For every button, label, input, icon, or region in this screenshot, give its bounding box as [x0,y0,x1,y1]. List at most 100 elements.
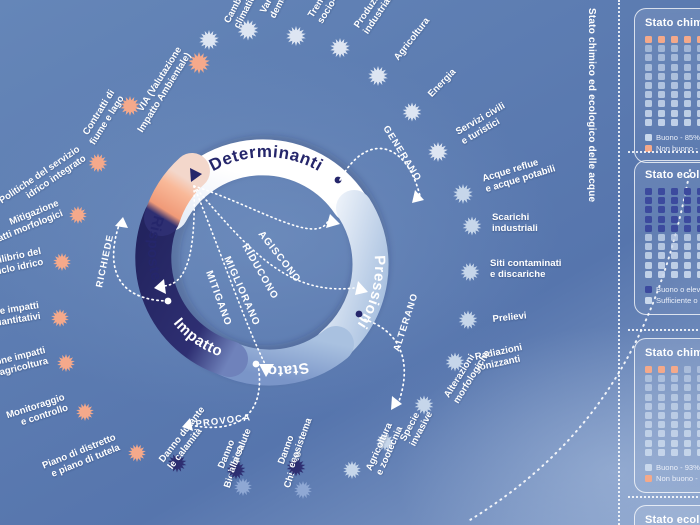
waffle-cell [684,224,692,232]
node-burst-risposte-1 [120,96,140,116]
waffle-cell [658,384,666,392]
waffle-cell [684,72,692,80]
waffle-cell [697,430,700,438]
waffle-cell [658,197,666,205]
waffle-cell [645,91,652,99]
legend-row-0-0: Buono - 85% [645,133,700,142]
waffle-cell [671,375,679,383]
legend-row-2-0: Buono - 93% [645,463,700,472]
waffle-cell [645,54,652,62]
waffle-cell [697,402,700,410]
waffle-cell [697,224,700,232]
waffle-cell [697,206,700,214]
node-label-determinanti-4: Agricoltura [392,15,433,63]
waffle-cell [645,206,652,214]
waffle-cell [658,270,666,278]
waffle-cell [684,109,692,117]
waffle-cell [671,421,679,429]
waffle-cell [658,109,666,117]
waffle-cell [697,233,700,241]
waffle-cell [671,430,679,438]
waffle-cell [684,448,692,456]
waffle-cell [684,45,692,53]
waffle-cell [658,448,666,456]
waffle-cell [658,91,666,99]
node-burst-determinanti-3 [330,38,350,58]
waffle-cell [658,54,666,62]
stat-panel-title-0: Stato chimico dei fiumi [645,17,700,29]
waffle-cell [645,375,652,383]
waffle-cell [658,439,666,447]
waffle-cell [645,393,652,401]
waffle-chart-2 [645,366,700,456]
legend-label: Non buono - 7% [656,473,700,483]
waffle-cell [645,188,652,195]
node-burst-determinanti-2 [286,26,306,46]
waffle-cell [645,109,652,117]
waffle-cell [684,215,692,223]
waffle-cell [658,261,666,269]
legend-swatch [645,296,652,304]
waffle-cell [697,375,700,383]
waffle-cell [684,384,692,392]
waffle-cell [658,430,666,438]
waffle-cell [658,206,666,214]
waffle-cell [684,206,692,214]
legend-row-2-1: Non buono - 7% [645,474,700,483]
waffle-cell [671,109,679,117]
waffle-cell [645,270,652,278]
waffle-cell [645,233,652,241]
waffle-cell [684,411,692,419]
waffle-cell [645,439,652,447]
waffle-cell [671,384,679,392]
waffle-cell [697,197,700,205]
inner-flow-arrows [161,185,355,367]
waffle-cell [684,261,692,269]
waffle-cell [645,430,652,438]
node-burst-impatto-2 [286,457,306,477]
waffle-cell [658,72,666,80]
node-burst-impatto-0 [226,460,246,480]
waffle-cell [697,118,700,126]
waffle-cell [658,100,666,108]
waffle-cell [671,100,679,108]
waffle-cell [697,366,700,373]
waffle-cell [697,54,700,62]
waffle-cell [684,81,692,89]
waffle-cell [645,421,652,429]
node-burst-pressioni-7 [343,461,361,479]
waffle-cell [671,36,679,43]
waffle-cell [671,118,679,126]
waffle-cell [645,448,652,456]
legend-swatch [645,463,652,471]
waffle-cell [645,36,652,43]
node-burst-pressioni-1 [462,216,482,236]
waffle-cell [684,118,692,126]
waffle-cell [671,366,679,373]
waffle-cell [697,45,700,53]
waffle-cell [658,411,666,419]
waffle-cell [645,215,652,223]
waffle-cell [658,36,666,43]
waffle-cell [658,252,666,260]
node-burst-pressioni-6 [376,433,394,451]
waffle-cell [658,215,666,223]
waffle-cell [684,197,692,205]
node-burst-pressioni-2 [460,262,480,282]
waffle-cell [658,45,666,53]
waffle-cell [658,375,666,383]
node-burst-risposte-6 [57,354,75,372]
waffle-cell [671,81,679,89]
stat-panel-1: Stato ecologico dei fiumiBuono o elevato… [634,160,700,315]
side-vertical-title: Stato chimico ed ecologico delle acque [586,8,597,203]
waffle-cell [658,366,666,373]
waffle-cell [684,421,692,429]
dpsir-ring: Determinanti Pressioni Stato Impatto Ris… [106,96,426,416]
node-label-pressioni-1: Scarichi industriali [492,212,538,235]
waffle-cell [658,118,666,126]
node-label-risposte-4: Equilibrio del ciclo idrico [0,246,45,279]
panel-separator-1 [628,329,700,331]
waffle-cell [671,411,679,419]
waffle-cell [697,81,700,89]
legend-swatch [645,474,652,482]
